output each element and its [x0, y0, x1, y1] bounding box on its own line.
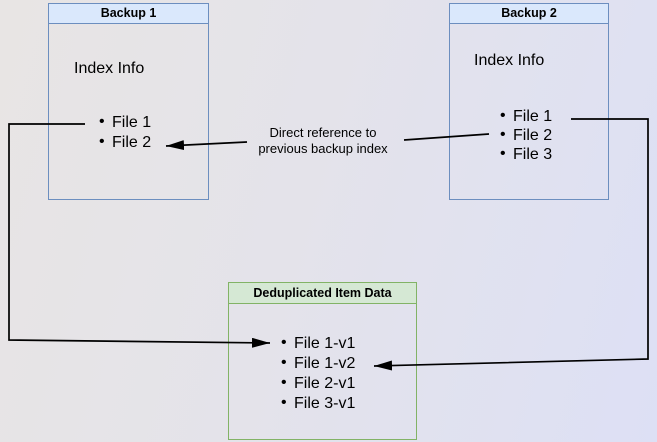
backup1-index-label: Index Info	[74, 60, 145, 77]
edge-label-line2: previous backup index	[258, 140, 388, 156]
backup1-node: Backup 1 Index Info File 1 File 2	[48, 3, 209, 200]
list-item: File 3-v1	[281, 393, 355, 414]
dedup-title: Deduplicated Item Data	[253, 286, 392, 300]
backup1-file-list: File 1 File 2	[99, 112, 151, 153]
backup2-title: Backup 2	[501, 6, 557, 20]
backup2-header: Backup 2	[450, 4, 608, 24]
backup1-title: Backup 1	[100, 6, 157, 20]
list-item: File 2-v1	[281, 373, 355, 394]
edge-label-line1: Direct reference to	[269, 125, 377, 140]
list-item: File 2	[99, 132, 151, 153]
dedup-node: Deduplicated Item Data File 1-v1 File 1-…	[228, 282, 417, 440]
backup2-file-list: File 1 File 2 File 3	[500, 106, 552, 164]
backup2-index-label: Index Info	[474, 52, 545, 69]
dedup-header: Deduplicated Item Data	[229, 283, 416, 304]
backup2-node: Backup 2 Index Info File 1 File 2 File 3	[449, 3, 609, 200]
list-item: File 1	[99, 112, 151, 133]
list-item: File 3	[500, 144, 552, 164]
list-item: File 2	[500, 125, 552, 145]
dedup-file-list: File 1-v1 File 1-v2 File 2-v1 File 3-v1	[281, 333, 355, 414]
list-item: File 1-v2	[281, 353, 355, 374]
list-item: File 1-v1	[281, 333, 355, 354]
edge-label-direct-reference: Direct reference to previous backup inde…	[230, 125, 416, 156]
list-item: File 1	[500, 106, 552, 126]
backup1-header: Backup 1	[49, 4, 208, 24]
